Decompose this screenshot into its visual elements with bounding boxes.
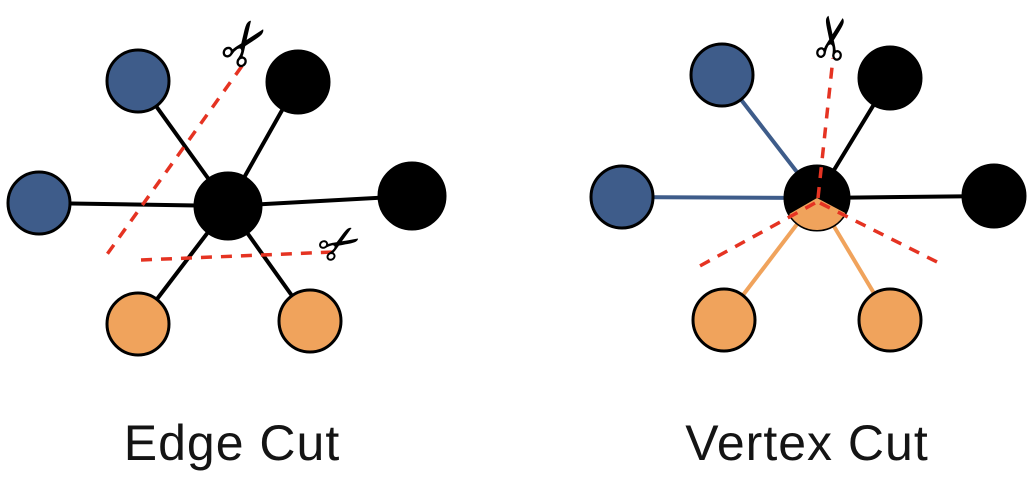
vertex-cut-vertex-split-wedge bbox=[789, 198, 846, 231]
vertex-cut-cut-line-2 bbox=[697, 201, 816, 269]
vertex-cut-node-orange-bottom-left bbox=[691, 287, 757, 353]
vertex-cut-node-blue-top-left bbox=[689, 42, 755, 108]
vertex-cut-node-blue-left bbox=[589, 164, 655, 230]
vertex-cut-diagram: ✂ Vertex Cut bbox=[589, 8, 1027, 471]
vertex-cut-cut-line-1 bbox=[816, 57, 835, 199]
edge-cut-node-blue-left bbox=[6, 170, 72, 236]
edge-cut-diagram: ✂✂Edge Cut bbox=[6, 3, 447, 471]
edge-cut-node-orange-bottom-right bbox=[277, 288, 343, 354]
scissors-icon: ✂ bbox=[795, 8, 870, 68]
edge-cut-node-center bbox=[193, 171, 263, 241]
vertex-cut-node-black-top-right bbox=[857, 45, 923, 111]
vertex-cut-label: Vertex Cut bbox=[685, 415, 928, 471]
edge-cut-node-blue-top-left bbox=[105, 48, 171, 114]
vertex-cut-cut-line-3 bbox=[819, 201, 938, 264]
edge-cut-node-black-right bbox=[377, 161, 447, 231]
vertex-cut-node-orange-bottom-right bbox=[857, 287, 923, 353]
edge-cut-node-black-top-right bbox=[265, 49, 331, 115]
edge-cut-label: Edge Cut bbox=[124, 415, 340, 471]
vertex-cut-node-black-right bbox=[961, 163, 1027, 229]
edge-cut-cut-line-2 bbox=[140, 250, 335, 262]
edge-cut-node-orange-bottom-left bbox=[105, 291, 171, 357]
scissors-icon: ✂ bbox=[307, 208, 373, 279]
